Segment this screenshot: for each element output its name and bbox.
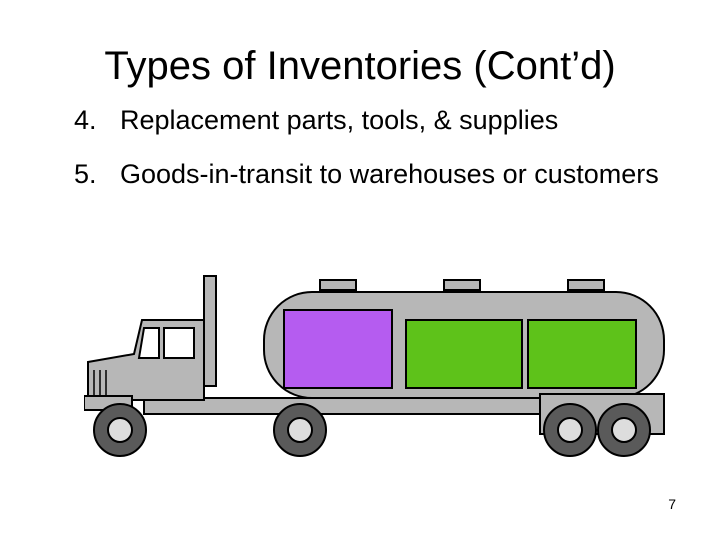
tanker-truck-illustration [84,275,665,457]
exhaust-stack [203,275,217,387]
bullet-list: 4. Replacement parts, tools, & supplies … [74,104,694,212]
cab-window-front [137,327,160,359]
cab-window [163,327,195,359]
tank-hatch [319,279,357,291]
bullet-number: 5. [74,159,97,189]
tank-hatch [567,279,605,291]
tank-compartment-3 [527,319,637,389]
front-wheel [93,403,147,457]
tank-compartment-1 [283,309,393,389]
bullet-item: 4. Replacement parts, tools, & supplies [74,104,694,136]
bullet-number: 4. [74,105,97,135]
drive-wheel [273,403,327,457]
trailer-wheel [597,403,651,457]
bullet-text: Goods-in-transit to warehouses or custom… [120,159,659,189]
bullet-item: 5. Goods-in-transit to warehouses or cus… [74,158,694,190]
trailer-wheel [543,403,597,457]
page-number: 7 [668,496,676,512]
tank-compartment-2 [405,319,523,389]
slide-title: Types of Inventories (Cont’d) [104,44,616,88]
bullet-text: Replacement parts, tools, & supplies [120,105,559,135]
tank-hatch [443,279,481,291]
